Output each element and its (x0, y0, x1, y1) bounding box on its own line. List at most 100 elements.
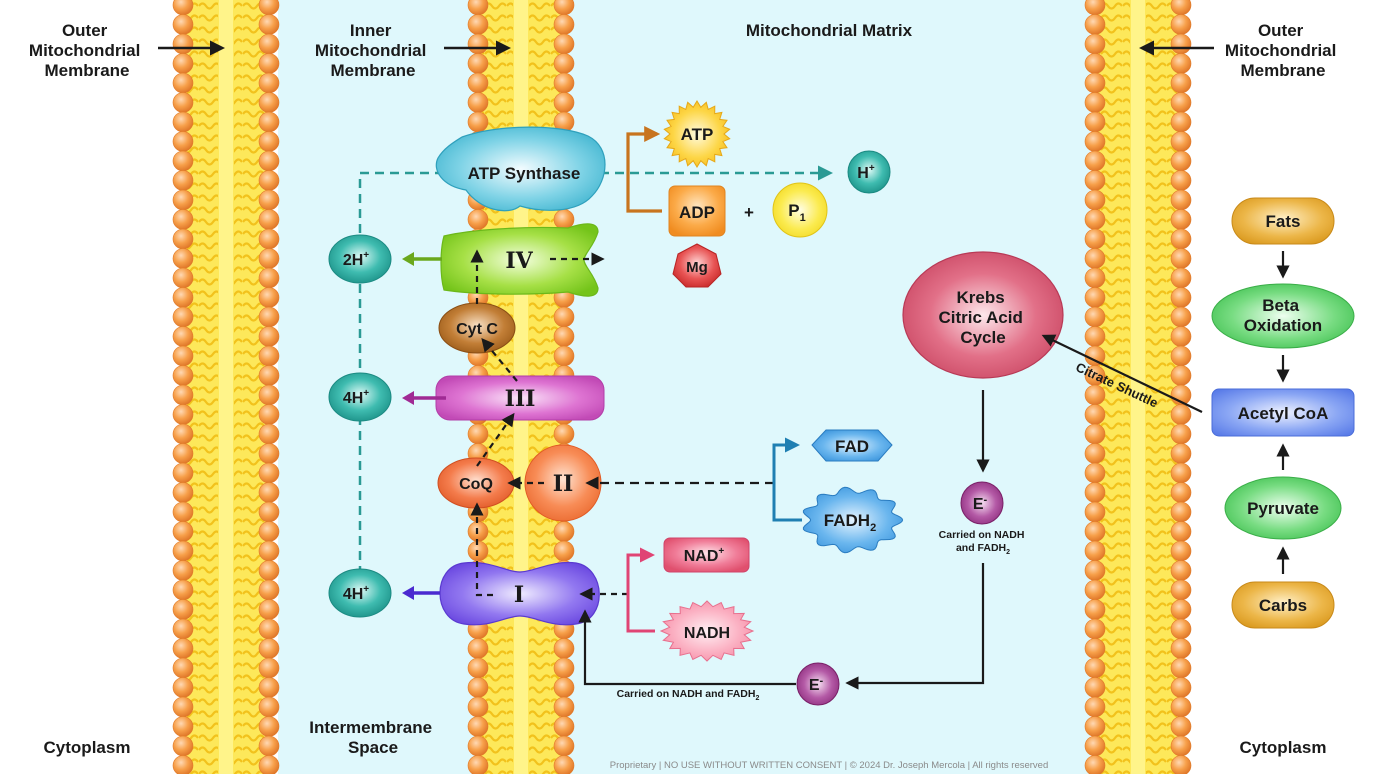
phospholipid-head (553, 326, 575, 347)
adp-box (668, 185, 726, 237)
pyruvate-ellipse (1224, 476, 1342, 540)
phospholipid-head (1170, 482, 1192, 503)
phospholipid-head (258, 170, 280, 191)
phospholipid-head (553, 306, 575, 328)
atp-synthase-shape (435, 126, 606, 212)
phospholipid-head (1084, 404, 1106, 425)
phospholipid-head (258, 735, 280, 757)
phospholipid-head (467, 72, 489, 94)
fadh2-blob-shape (802, 486, 904, 554)
phospholipid-head (172, 521, 194, 542)
inorganic-phosphate[interactable]: P1 (772, 182, 828, 238)
phospholipid-head (1170, 443, 1192, 464)
phospholipid-head (1084, 521, 1106, 542)
outer-membrane-right (1084, 0, 1192, 774)
coenzyme-q[interactable]: CoQ (437, 457, 515, 509)
phospholipid-head (553, 92, 575, 113)
copyright-footer: Proprietary | NO USE WITHOUT WRITTEN CON… (610, 760, 1049, 771)
carbs-node[interactable]: Carbs (1231, 581, 1335, 629)
fats-label: Fats (1266, 212, 1301, 231)
phospholipid-head (1084, 540, 1106, 562)
complex-iv-label: IV (505, 248, 533, 274)
fad-molecule[interactable]: FAD (811, 429, 893, 462)
phospholipid-head (1170, 326, 1192, 347)
phospholipid-head (1170, 267, 1192, 289)
phospholipid-head (258, 384, 280, 406)
fadh2-molecule[interactable]: FADH2 (802, 486, 904, 554)
electron-bottom[interactable]: E- (796, 662, 840, 706)
phospholipid-head (553, 638, 575, 659)
nadh-molecule[interactable]: NADH (659, 600, 755, 662)
phospholipid-head (172, 14, 194, 35)
phospholipid-head (172, 560, 194, 581)
phospholipid-head (172, 228, 194, 250)
phospholipid-head (172, 72, 194, 94)
phospholipid-head (467, 53, 489, 74)
phospholipid-head (1170, 72, 1192, 94)
phospholipid-head (172, 735, 194, 757)
phospholipid-head (1084, 677, 1106, 698)
phospholipid-head (258, 72, 280, 94)
phospholipid-head (553, 345, 575, 367)
phospholipid-head (1084, 482, 1106, 503)
proton-4h-plus-i[interactable]: 4H+ (328, 568, 392, 618)
complex-iii[interactable]: III (435, 375, 605, 421)
pyruvate-node[interactable]: Pyruvate (1224, 476, 1342, 540)
fad-label: FAD (835, 437, 869, 456)
phospholipid-head (1084, 423, 1106, 445)
complex-ii[interactable]: II (524, 444, 602, 522)
phospholipid-head (1170, 14, 1192, 35)
h-plus-label: H+ (857, 163, 875, 182)
phospholipid-head (172, 170, 194, 191)
fadh2-label: FADH2 (824, 511, 876, 534)
phospholipid-head (1084, 111, 1106, 133)
phospholipid-head (172, 579, 194, 601)
phospholipid-head (1170, 560, 1192, 581)
phospholipid-head (553, 677, 575, 698)
electron-matrix[interactable]: E- (960, 481, 1004, 525)
cytochrome-c[interactable]: Cyt C (438, 302, 516, 354)
electron-bottom-caption: Carried on NADH and FADH2 (617, 688, 760, 702)
phospholipid-head (258, 501, 280, 523)
phosphate-label: P1 (788, 201, 805, 224)
phospholipid-head (258, 267, 280, 289)
nad-plus-molecule[interactable]: NAD+ (663, 537, 750, 573)
pyruvate-label: Pyruvate (1247, 499, 1319, 518)
magnesium-ion[interactable]: Mg (672, 243, 722, 288)
phospholipid-head (172, 92, 194, 113)
phospholipid-head (467, 716, 489, 737)
phospholipid-head (258, 150, 280, 172)
adp-molecule[interactable]: ADP (668, 185, 726, 237)
atp-synthase[interactable]: ATP Synthase (435, 126, 606, 212)
phospholipid-head (1084, 170, 1106, 191)
complex-iii-to-cyt-c-dashed-arrow (481, 337, 518, 382)
proton-2h-plus[interactable]: 2H+ (328, 234, 392, 284)
krebs-citric-acid-cycle[interactable]: Krebs Citric Acid Cycle (902, 251, 1064, 379)
phospholipid-head (1084, 189, 1106, 211)
phospholipid-head (1170, 735, 1192, 757)
cytochrome-c-label: Cyt C (456, 321, 498, 338)
atp-molecule[interactable]: ATP (663, 100, 731, 168)
beta-oxidation-ellipse (1211, 283, 1355, 349)
phospholipid-head (172, 540, 194, 562)
phospholipid-head (258, 345, 280, 367)
complex-i[interactable]: I (439, 561, 600, 626)
proton-4h-plus-iii[interactable]: 4H+ (328, 372, 392, 422)
h-plus-ion[interactable]: H+ (847, 150, 891, 194)
phospholipid-head (1084, 53, 1106, 74)
phospholipid-head (172, 53, 194, 74)
phospholipid-head (1170, 618, 1192, 640)
beta-oxidation-node[interactable]: Beta Oxidation (1211, 283, 1355, 349)
fats-node[interactable]: Fats (1231, 197, 1335, 245)
carbs-label: Carbs (1259, 596, 1307, 615)
complex-iv[interactable]: IV (440, 223, 599, 297)
phospholipid-head (258, 579, 280, 601)
phospholipid-head (553, 657, 575, 679)
phospholipid-head (1084, 560, 1106, 581)
phospholipid-head (467, 33, 489, 55)
cytoplasm-right-label: Cytoplasm (1240, 738, 1327, 757)
electron-bottom-circle (796, 662, 840, 706)
phospholipid-head (1084, 657, 1106, 679)
acetyl-coa-node[interactable]: Acetyl CoA (1211, 388, 1355, 437)
phospholipid-head (172, 462, 194, 484)
